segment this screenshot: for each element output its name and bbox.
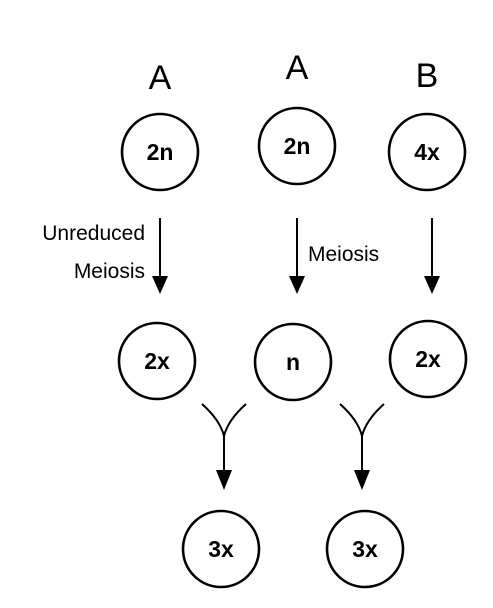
offspring-1-node: 3x (181, 509, 261, 589)
offspring-1-ploidy: 3x (208, 536, 234, 562)
unreduced-label-line1: Unreduced (42, 222, 145, 245)
gamete-3-node: 2x (388, 319, 468, 399)
fusion-connector-right (339, 403, 385, 490)
parent-3-letter: B (416, 57, 439, 95)
meiosis-label: Meiosis (308, 243, 379, 266)
gamete-1-node: 2x (117, 321, 197, 401)
parent-1-ploidy: 2n (147, 139, 174, 165)
meiosis-arrow-middle (289, 218, 305, 294)
meiosis-arrow-right (424, 218, 440, 294)
gamete-2-node: n (253, 322, 333, 402)
offspring-2-ploidy: 3x (352, 536, 378, 562)
parent-3-node: 4x (387, 112, 467, 192)
parent-1-letter: A (149, 59, 172, 97)
gamete-2-ploidy: n (286, 349, 300, 375)
parent-2-ploidy: 2n (284, 133, 311, 159)
offspring-2-node: 3x (325, 509, 405, 589)
unreduced-meiosis-arrow (152, 218, 168, 294)
fusion-connector-left (201, 403, 247, 490)
gamete-1-ploidy: 2x (144, 348, 170, 374)
parent-2-letter: A (286, 49, 309, 87)
parent-1-node: 2n (120, 112, 200, 192)
unreduced-label-line2: Meiosis (74, 260, 145, 283)
gamete-3-ploidy: 2x (415, 346, 441, 372)
parent-2-node: 2n (257, 106, 337, 186)
parent-3-ploidy: 4x (414, 139, 440, 165)
